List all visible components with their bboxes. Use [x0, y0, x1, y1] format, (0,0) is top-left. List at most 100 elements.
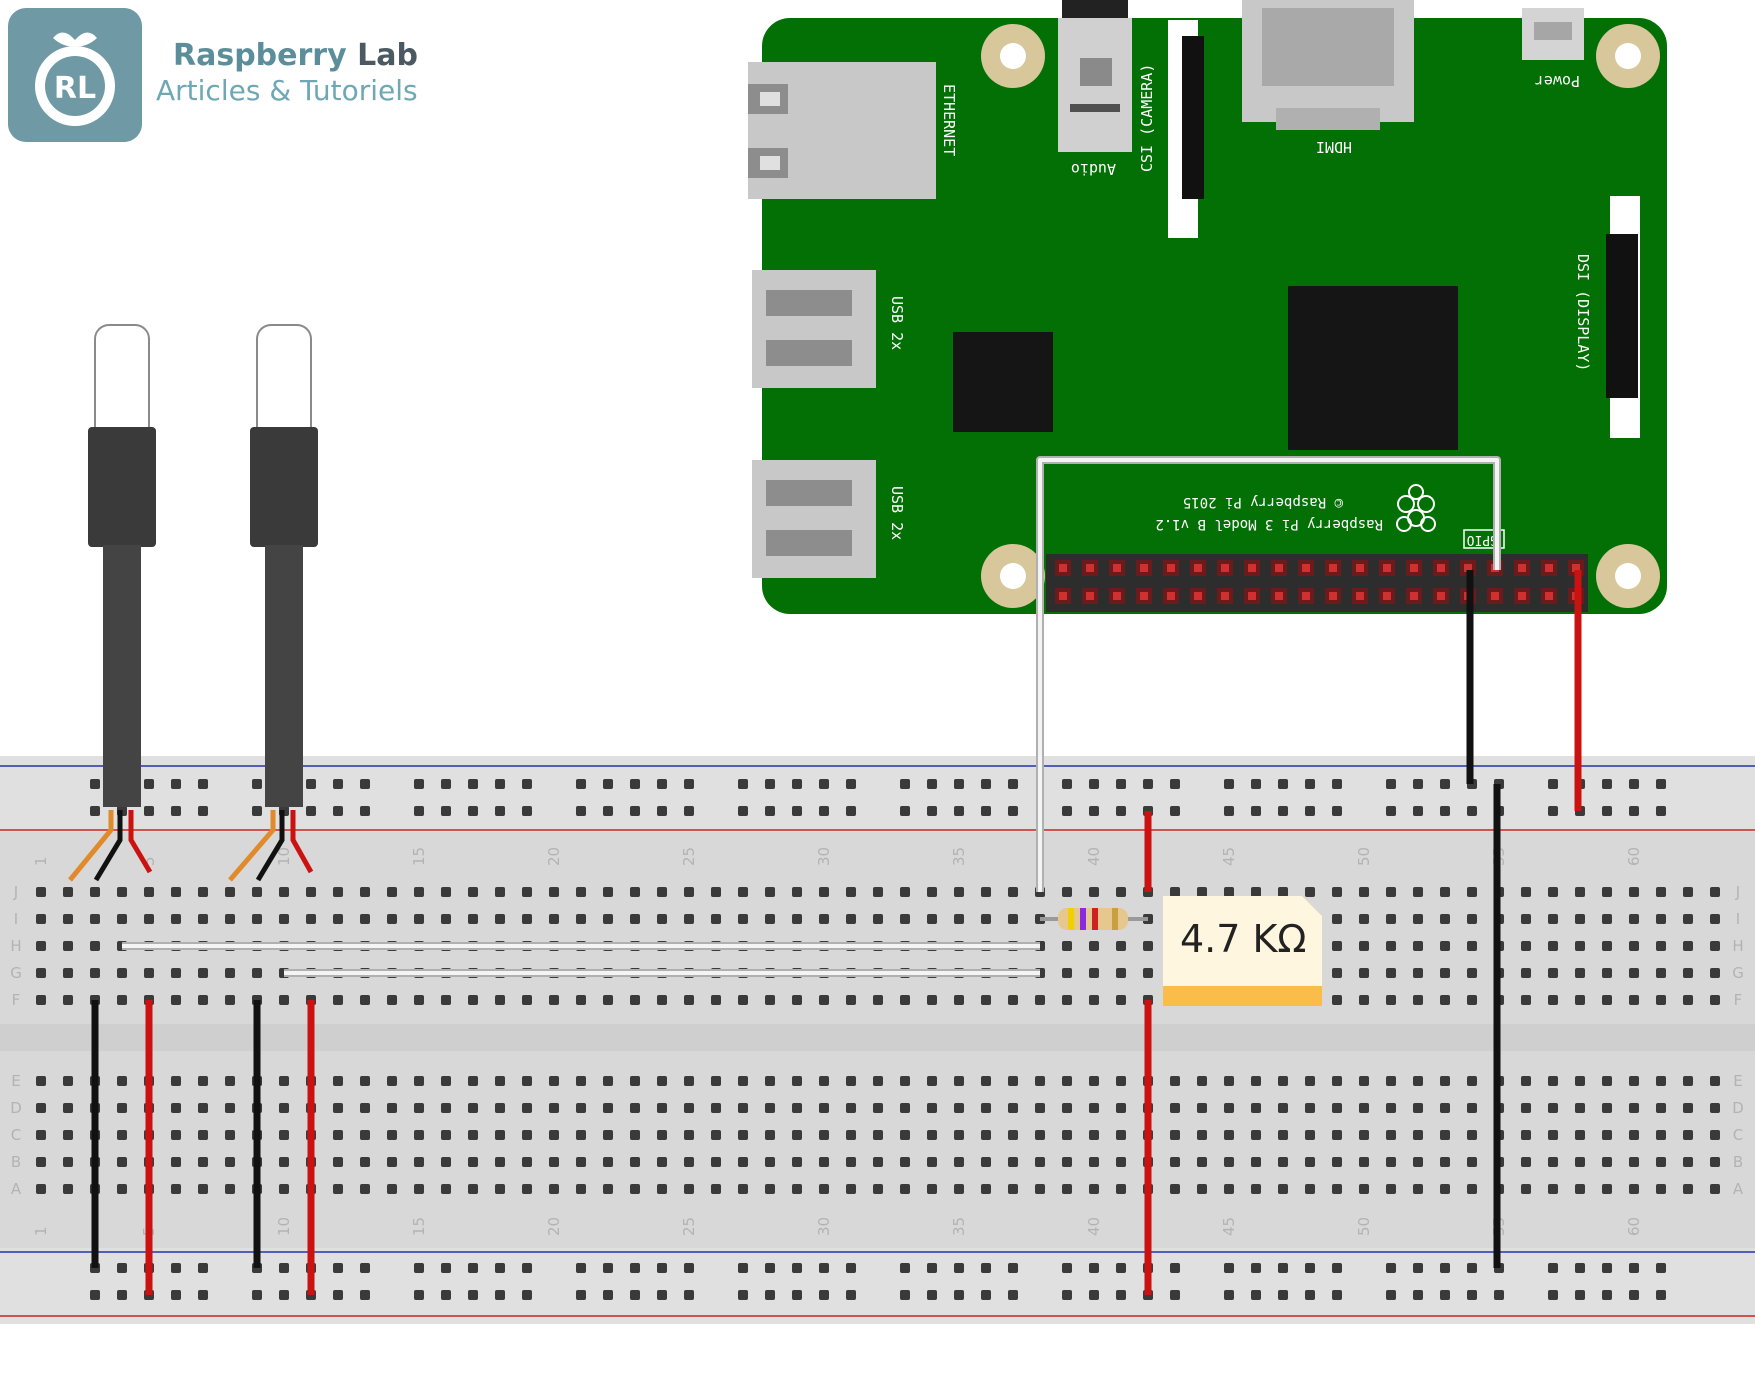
breadboard-hole [1008, 1103, 1018, 1113]
breadboard-hole [1170, 1076, 1180, 1086]
breadboard-hole [1278, 1076, 1288, 1086]
breadboard-hole [333, 995, 343, 1005]
model-label: Raspberry Pi 3 Model B v1.2 [1155, 516, 1383, 532]
breadboard-hole [819, 1130, 829, 1140]
breadboard-hole [1224, 1130, 1234, 1140]
breadboard-hole [1143, 968, 1153, 978]
usb-lan-chip [953, 332, 1053, 432]
breadboard-row-label: B [1733, 1153, 1743, 1171]
breadboard-hole [117, 1076, 127, 1086]
breadboard-hole [1440, 1184, 1450, 1194]
breadboard-hole [1089, 1076, 1099, 1086]
breadboard-hole [1413, 887, 1423, 897]
breadboard-hole [468, 1130, 478, 1140]
breadboard-hole [981, 1103, 991, 1113]
gpio-label: GPIO [1467, 532, 1498, 547]
breadboard-hole [1332, 995, 1342, 1005]
temperature-probe-1 [68, 324, 156, 882]
breadboard-hole [1251, 1076, 1261, 1086]
breadboard-hole [738, 1130, 748, 1140]
breadboard-row-label: E [11, 1072, 20, 1090]
breadboard-hole [1413, 1290, 1423, 1300]
breadboard-hole [603, 995, 613, 1005]
breadboard-column-label: 10 [275, 1217, 293, 1236]
breadboard-hole [549, 995, 559, 1005]
breadboard-hole [1224, 1076, 1234, 1086]
logo-initials: RL [54, 71, 96, 106]
breadboard-hole [846, 1263, 856, 1273]
breadboard-hole [36, 941, 46, 951]
breadboard-hole [1467, 1076, 1477, 1086]
dsi-label: DSI (DISPLAY) [1574, 254, 1592, 371]
brand-title-part2: Lab [346, 38, 418, 73]
breadboard-hole [1413, 1076, 1423, 1086]
breadboard-column-label: 15 [410, 847, 428, 866]
breadboard-hole [441, 914, 451, 924]
breadboard-hole [1656, 779, 1666, 789]
breadboard-hole [63, 941, 73, 951]
breadboard-hole [36, 887, 46, 897]
breadboard-hole [1332, 1184, 1342, 1194]
wires [91, 456, 1582, 1295]
gpio-pin-core [1491, 592, 1499, 600]
breadboard-hole [468, 914, 478, 924]
breadboard-hole [117, 1157, 127, 1167]
breadboard-hole [1521, 914, 1531, 924]
breadboard-hole [333, 914, 343, 924]
breadboard-hole [981, 1130, 991, 1140]
breadboard-hole [846, 1184, 856, 1194]
breadboard-hole [900, 995, 910, 1005]
breadboard-hole [1440, 1076, 1450, 1086]
breadboard-hole [603, 1184, 613, 1194]
breadboard-hole [1197, 1076, 1207, 1086]
breadboard-hole [549, 887, 559, 897]
breadboard-hole [495, 1290, 505, 1300]
breadboard-hole [63, 968, 73, 978]
breadboard-hole [1332, 1263, 1342, 1273]
breadboard-hole [900, 1263, 910, 1273]
breadboard-hole [1170, 1157, 1180, 1167]
breadboard-hole [1629, 1076, 1639, 1086]
breadboard-hole [333, 1184, 343, 1194]
breadboard-hole [1143, 941, 1153, 951]
breadboard-hole [1197, 1184, 1207, 1194]
breadboard-hole [792, 1103, 802, 1113]
breadboard-hole [1683, 914, 1693, 924]
breadboard-hole [1359, 968, 1369, 978]
brand-title: Raspberry Lab [173, 38, 418, 73]
breadboard-hole [603, 779, 613, 789]
breadboard-hole [117, 1290, 127, 1300]
gpio-pin-core [1545, 564, 1553, 572]
breadboard-hole [927, 1290, 937, 1300]
breadboard-hole [90, 968, 100, 978]
breadboard-hole [441, 1130, 451, 1140]
csi-connector [1168, 20, 1204, 238]
breadboard-hole [1386, 1076, 1396, 1086]
breadboard-hole [1575, 1290, 1585, 1300]
breadboard-hole [117, 1103, 127, 1113]
breadboard-hole [1062, 806, 1072, 816]
breadboard-hole [90, 806, 100, 816]
breadboard-hole [1251, 1157, 1261, 1167]
breadboard-hole [1440, 1157, 1450, 1167]
breadboard-hole [360, 887, 370, 897]
breadboard-hole [1062, 995, 1072, 1005]
breadboard-hole [846, 914, 856, 924]
breadboard-hole [414, 1076, 424, 1086]
breadboard-hole [1116, 1184, 1126, 1194]
breadboard-hole [981, 1263, 991, 1273]
breadboard-hole [792, 1184, 802, 1194]
breadboard-hole [1575, 995, 1585, 1005]
breadboard-hole [198, 1103, 208, 1113]
breadboard-hole [1629, 1290, 1639, 1300]
breadboard-hole [873, 1103, 883, 1113]
breadboard-hole [1008, 1130, 1018, 1140]
breadboard-hole [657, 1157, 667, 1167]
breadboard-hole [522, 779, 532, 789]
breadboard-hole [576, 779, 586, 789]
breadboard-hole [279, 914, 289, 924]
breadboard-hole [1332, 1157, 1342, 1167]
breadboard-hole [1089, 806, 1099, 816]
breadboard-hole [1224, 1290, 1234, 1300]
gpio-pin-core [1383, 592, 1391, 600]
